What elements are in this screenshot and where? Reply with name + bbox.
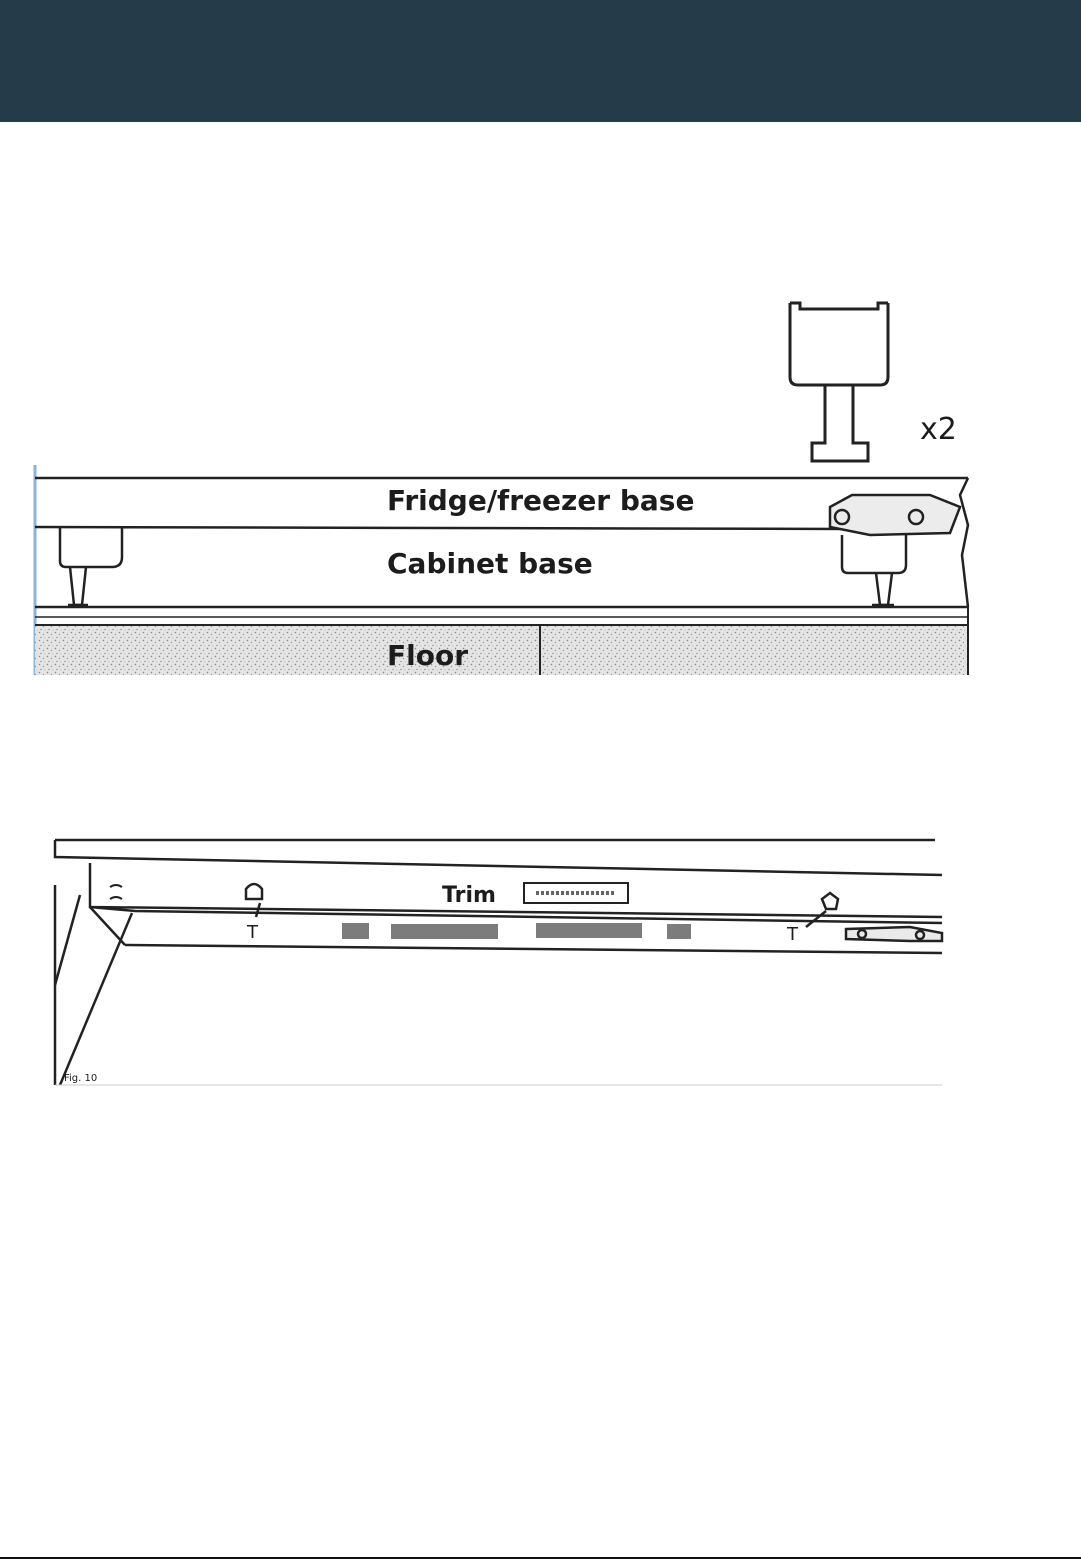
trim-rating-plate	[524, 883, 628, 903]
right-bracket-assembly	[830, 495, 960, 605]
header-bar	[0, 0, 1081, 122]
base-brackets-drawing: x2 Fridge/freezer base Cabinet base	[30, 295, 975, 680]
floor-label: Floor	[387, 639, 468, 672]
trim-drawing: T Trim T Fig. 10	[50, 835, 945, 1090]
right-clip-label: T	[786, 924, 799, 945]
figure-caption: Fig. 10	[64, 1073, 97, 1084]
trim-frame	[55, 840, 942, 1085]
figure-trim: T Trim T Fig. 10	[50, 835, 945, 1090]
hinge-icon	[846, 927, 942, 941]
fridge-freezer-base-label: Fridge/freezer base	[387, 484, 694, 517]
trim-vent-slots	[342, 923, 691, 939]
page-bottom-rule	[0, 1557, 1081, 1559]
figure-base-brackets: x2 Fridge/freezer base Cabinet base	[30, 295, 975, 680]
cabinet-base	[35, 607, 968, 617]
left-foot	[60, 528, 122, 605]
cabinet-base-label: Cabinet base	[387, 547, 593, 580]
bracket-icon	[790, 303, 888, 461]
trim-label: Trim	[442, 883, 496, 908]
left-clip-label: T	[246, 922, 259, 943]
bracket-quantity: x2	[920, 412, 957, 447]
